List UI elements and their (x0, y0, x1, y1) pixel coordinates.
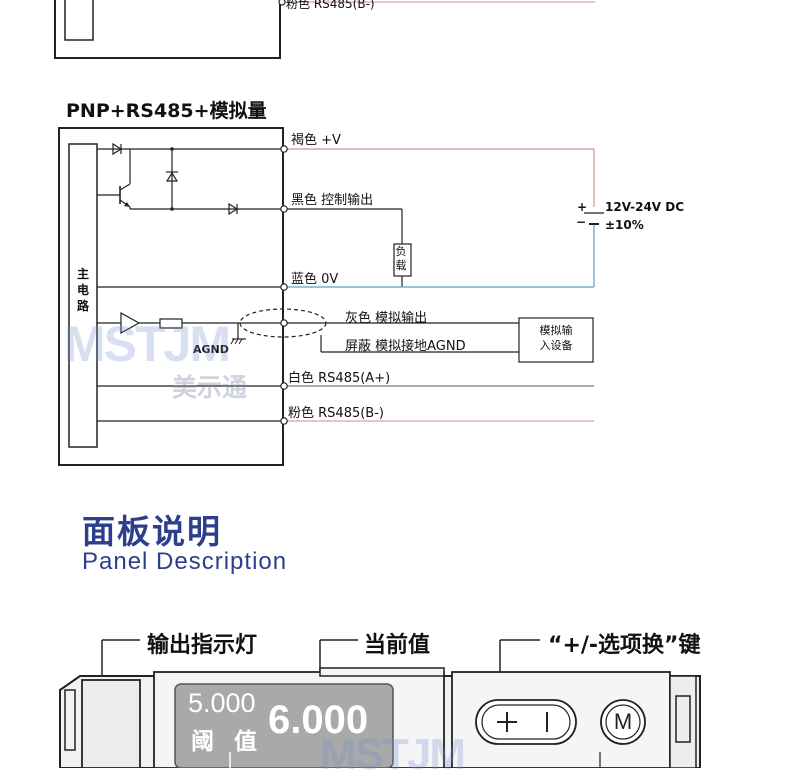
threshold-label: 阈 值 (191, 729, 264, 755)
supply-minus: − (576, 215, 587, 229)
agnd-label: AGND (193, 343, 229, 356)
load-label: 负载 (395, 245, 407, 272)
panel-title-cn: 面板说明 (82, 512, 222, 551)
current-value-display: 6.000 (268, 698, 369, 742)
supply-plus: + (577, 200, 588, 214)
watermark-logo: MSTJM (64, 316, 231, 372)
wire-label-pink: 粉色 RS485(B-) (288, 406, 384, 421)
mode-button[interactable]: M (601, 700, 645, 744)
wire-label-blue: 蓝色 0V (291, 272, 339, 287)
threshold-value: 5.000 (188, 688, 256, 718)
plus-minus-button[interactable] (476, 700, 576, 744)
wire-label-brown: 褐色 +V (291, 133, 341, 148)
panel-title-en: Panel Description (82, 548, 288, 575)
diagram-title: PNP+RS485+模拟量 (66, 100, 267, 122)
watermark-cn: 美示通 (172, 373, 248, 402)
callout-plus-minus-key: “+/-选项换”键 (548, 633, 701, 658)
analog-device-label: 模拟输 入设备 (539, 324, 573, 352)
callout-output-indicator: 输出指示灯 (147, 633, 258, 658)
wire-label-white: 白色 RS485(A+) (288, 371, 391, 386)
callout-current-value: 当前值 (364, 633, 431, 658)
main-circuit-label: 主 电 路 (77, 267, 90, 313)
wire-label-shield: 屏蔽 模拟接地AGND (345, 339, 466, 354)
watermark-logo-2: MSTJM (320, 730, 466, 779)
top-wire-label: 粉色 RS485(B-) (286, 0, 375, 11)
wire-label-black: 黑色 控制输出 (291, 193, 374, 208)
mode-button-label: M (613, 709, 633, 734)
supply-voltage: 12V-24V DC (605, 200, 685, 214)
supply-tolerance: ±10% (605, 218, 644, 232)
wire-label-gray: 灰色 模拟输出 (345, 311, 428, 326)
